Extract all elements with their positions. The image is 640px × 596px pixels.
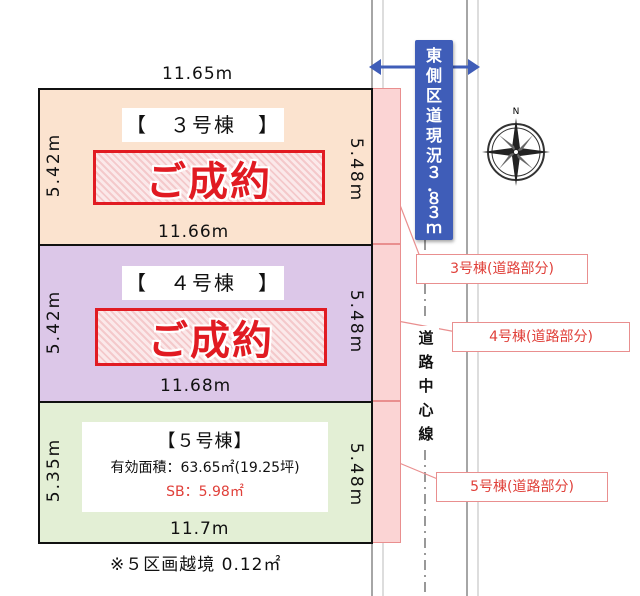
road-label-char: 道 — [425, 106, 442, 125]
road-label-char: 現 — [425, 126, 442, 145]
road-label-char: 東 — [425, 46, 442, 65]
road-label-char: ３ — [425, 203, 442, 222]
center-line-char: 中 — [418, 377, 434, 395]
road-label-char: 況 — [425, 146, 442, 165]
lot3-title: 【 ３号棟 】 — [122, 108, 284, 142]
lot5-road-part-label: 5号棟(道路部分) — [436, 472, 608, 502]
road-label-char: 側 — [425, 66, 442, 85]
lot5-left-dimension: 5.35m — [44, 437, 65, 503]
road-label-char: ． — [425, 176, 442, 195]
lot5-road-part — [371, 401, 401, 543]
lot5-title: 【５号棟】 — [157, 431, 253, 452]
compass-north-label: N — [513, 107, 520, 117]
lot3-right-dimension: 5.48m — [346, 137, 367, 203]
lot5-area: 有効面積：63.65㎡(19.25坪) — [110, 460, 300, 476]
road-label-char: 区 — [425, 86, 442, 105]
compass-rose-icon: N — [482, 107, 550, 186]
center-line-char: 心 — [418, 401, 434, 419]
center-line-char: 線 — [418, 425, 434, 443]
road-width-label: 東 側 区 道 現 況 ３ ． ８ ３ ｍ — [415, 40, 453, 240]
encroachment-footnote: ※５区画越境 0.12㎡ — [110, 555, 282, 575]
lot3-road-part-label: 3号棟(道路部分) — [416, 254, 588, 284]
road-label-char: ｍ — [425, 218, 442, 237]
road-center-line-label: 道 路 中 心 線 — [413, 326, 439, 446]
lot4-title: 【 ４号棟 】 — [122, 266, 284, 300]
lot3-road-part — [371, 88, 401, 244]
lot5-info-box: 【５号棟】 有効面積：63.65㎡(19.25坪) SB：5.98㎡ — [82, 422, 328, 512]
lot4-road-part — [371, 244, 401, 401]
lot4-sold-stamp: ご成約 — [95, 308, 327, 366]
center-line-char: 路 — [418, 353, 434, 371]
lot4-road-part-label: 4号棟(道路部分) — [452, 322, 630, 352]
lot3-left-dimension: 5.42m — [44, 132, 65, 198]
road-label-char: ３ — [425, 163, 442, 182]
lot4-right-dimension: 5.48m — [346, 289, 367, 355]
lot4-sold-text: ご成約 — [148, 318, 274, 364]
lot4-bottom-dimension: 11.68m — [160, 376, 232, 396]
lot5-bottom-dimension: 11.7m — [170, 519, 230, 539]
lot5-sb: SB：5.98㎡ — [166, 484, 244, 500]
lot3-sold-text: ご成約 — [146, 158, 272, 205]
road-label-char: ８ — [425, 189, 442, 208]
lot4-left-dimension: 5.42m — [44, 289, 65, 355]
lot5-right-dimension: 5.48m — [346, 442, 367, 508]
lot3-top-dimension: 11.65m — [162, 64, 234, 84]
lot3-bottom-dimension: 11.66m — [158, 222, 230, 242]
center-line-char: 道 — [418, 329, 434, 347]
lot3-sold-stamp: ご成約 — [93, 150, 325, 205]
